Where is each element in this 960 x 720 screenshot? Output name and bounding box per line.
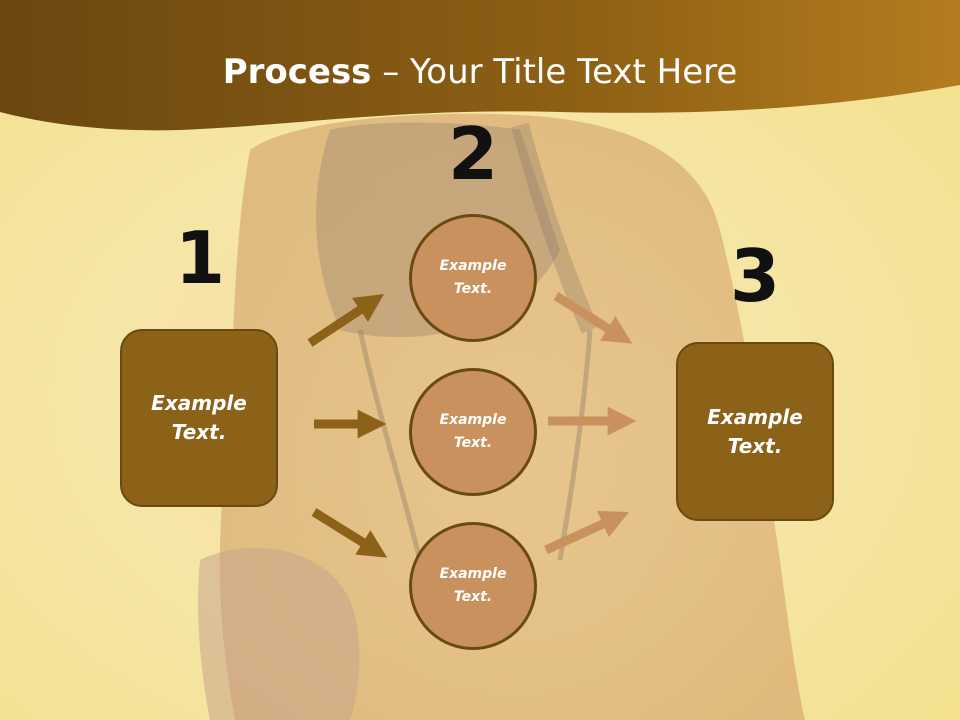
title-rest: – Your Title Text Here [371, 52, 738, 92]
arrow-bottom-to-right [544, 510, 630, 555]
step-number-3: 3 [730, 234, 781, 318]
slide-title: Process – Your Title Text Here [0, 52, 960, 92]
left-box: Example Text. [120, 329, 278, 507]
header-band [0, 0, 960, 131]
arrow-left-to-bottom [311, 508, 388, 558]
left-box-text: Example Text. [151, 391, 247, 444]
arrow-top-to-right [553, 292, 633, 344]
step-number-2: 2 [448, 112, 499, 196]
step-number-1: 1 [175, 216, 226, 300]
right-box: Example Text. [676, 342, 834, 521]
circle-bottom: Example Text. [409, 522, 537, 650]
circle-middle-text: Example Text. [439, 412, 507, 451]
circle-middle: Example Text. [409, 368, 537, 496]
circle-bottom-text: Example Text. [439, 566, 507, 605]
arrow-left-to-top [307, 294, 385, 347]
title-bold: Process [222, 52, 372, 92]
circle-top: Example Text. [409, 214, 537, 342]
circle-top-text: Example Text. [439, 258, 507, 297]
right-box-text: Example Text. [707, 404, 803, 458]
